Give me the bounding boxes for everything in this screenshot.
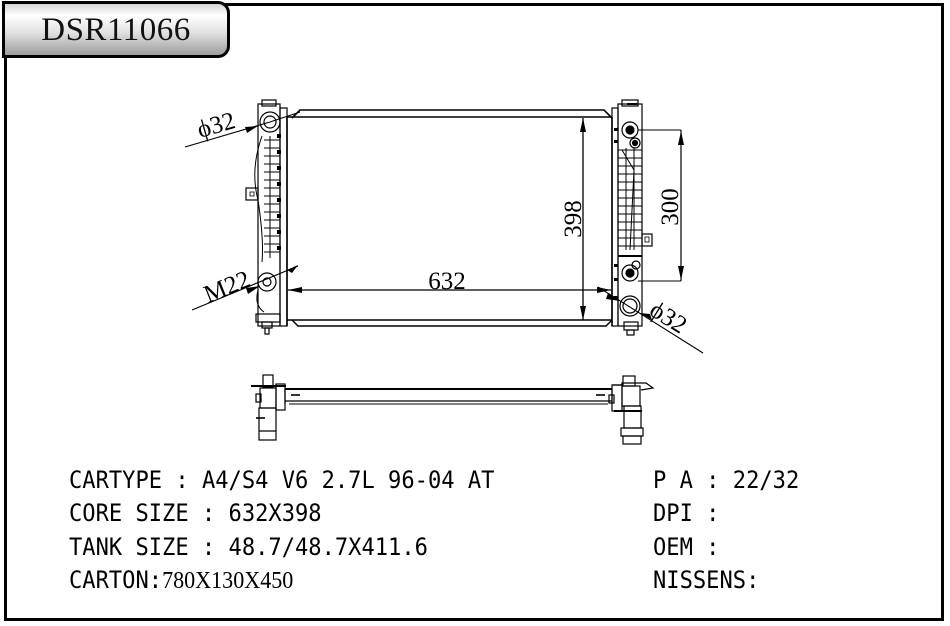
- spec-cartype: CARTYPE : A4/S4 V6 2.7L 96-04 AT: [69, 466, 495, 494]
- port-spacing-label: 300: [657, 188, 684, 226]
- spec-dpi: DPI :: [653, 499, 720, 527]
- drain-thread-label: M22: [200, 266, 254, 309]
- spec-tank-size-value: 48.7/48.7X411.6: [228, 533, 428, 561]
- height-dimension: 398: [560, 118, 587, 320]
- spec-carton-value: 780X130X450: [162, 568, 294, 594]
- height-dimension-label: 398: [560, 200, 587, 238]
- spec-tank-size-label: TANK SIZE: [69, 533, 189, 561]
- outlet-diameter-label: ϕ32: [645, 296, 692, 339]
- spec-core-size-label: CORE SIZE: [69, 499, 189, 527]
- spec-tank-size: TANK SIZE : 48.7/48.7X411.6: [69, 533, 428, 561]
- inlet-diameter-label: ϕ32: [194, 107, 238, 143]
- spec-cartype-label: CARTYPE: [69, 466, 163, 494]
- spec-core-size-value: 632X398: [228, 499, 322, 527]
- spec-core-size: CORE SIZE : 632X398: [69, 499, 322, 527]
- part-number-tab: DSR11066: [2, 1, 230, 58]
- part-number: DSR11066: [41, 12, 191, 48]
- width-dimension-label: 632: [428, 268, 466, 295]
- right-tank: [611, 99, 653, 336]
- spec-pa-label: P A: [653, 466, 693, 494]
- top-view: [251, 374, 655, 445]
- left-tank: [245, 99, 288, 335]
- outlet-diameter-callout: ϕ32: [597, 286, 704, 354]
- spec-nissens-label: NISSENS: [653, 566, 747, 594]
- spec-dpi-label: DPI: [653, 499, 693, 527]
- front-view: 632 398 300 ϕ32: [184, 99, 704, 354]
- port-spacing-dimension: 300: [638, 129, 684, 282]
- spec-oem: OEM :: [653, 533, 720, 561]
- spec-carton: CARTON:780X130X450: [69, 566, 294, 594]
- drawing-frame: [4, 3, 944, 621]
- inlet-diameter-callout: ϕ32: [184, 107, 301, 148]
- drain-thread-callout: M22: [191, 265, 299, 311]
- spec-cartype-value: A4/S4 V6 2.7L 96-04 AT: [201, 466, 495, 494]
- spec-pa: P A : 22/32: [653, 466, 800, 494]
- spec-pa-value: 22/32: [732, 466, 800, 494]
- spec-carton-label: CARTON: [69, 566, 149, 594]
- width-dimension: 632: [288, 268, 611, 295]
- spec-oem-label: OEM: [653, 533, 693, 561]
- spec-nissens: NISSENS:: [653, 566, 760, 594]
